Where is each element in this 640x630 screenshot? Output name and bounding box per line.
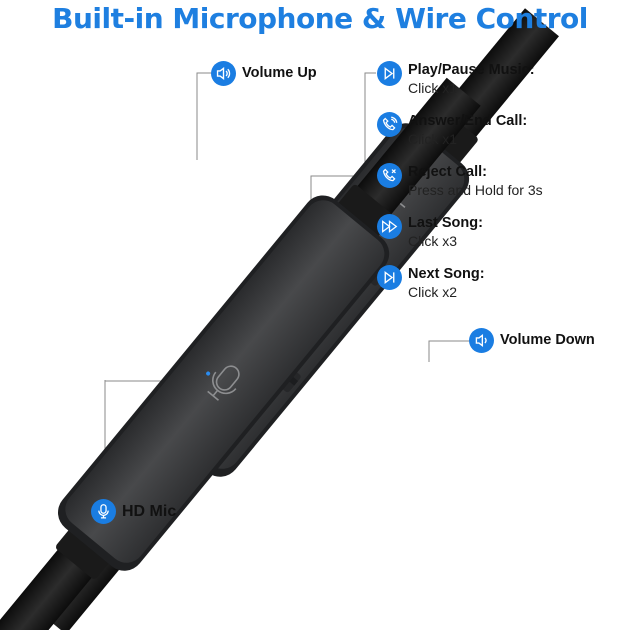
callout-label: Play/Pause Music: (408, 62, 535, 78)
callout-label: Volume Down (500, 332, 595, 348)
callout-hd-mic: HD Mic (91, 499, 176, 524)
callout-volume-down: Volume Down (469, 328, 595, 353)
callout-last-song: Last Song: Click x3 (377, 214, 483, 250)
play-pause-icon (377, 61, 402, 86)
callout-play-pause: Play/Pause Music: Click x1 (377, 61, 535, 97)
microphone-icon (91, 499, 116, 524)
next-track-icon (377, 265, 402, 290)
callout-label: Next Song: (408, 266, 485, 282)
phone-call-icon (377, 112, 402, 137)
callout-label: Last Song: (408, 215, 483, 231)
callout-desc: Click x3 (408, 233, 458, 249)
callout-desc: Press and Hold for 3s (408, 182, 543, 198)
callout-label: HD Mic (122, 503, 177, 520)
fast-forward-icon (377, 214, 402, 239)
callout-label: Reject Call: (408, 164, 487, 180)
callout-volume-up: Volume Up (211, 61, 317, 86)
callout-label: Answer/End Call: (408, 113, 528, 129)
callout-answer-end-call: Answer/End Call: Click x1 (377, 112, 527, 148)
mic-remote (0, 77, 481, 630)
callout-desc: Click x1 (408, 80, 458, 96)
volume-down-icon (469, 328, 494, 353)
callout-desc: Click x2 (408, 284, 458, 300)
phone-reject-icon (377, 163, 402, 188)
callout-reject-call: Reject Call: Press and Hold for 3s (377, 163, 543, 199)
callout-next-song: Next Song: Click x2 (377, 265, 485, 301)
mic-symbol (207, 365, 240, 401)
page-title: Built-in Microphone & Wire Control (52, 2, 588, 35)
callout-desc: Click x1 (408, 131, 458, 147)
volume-up-icon (211, 61, 236, 86)
callout-label: Volume Up (242, 65, 317, 81)
